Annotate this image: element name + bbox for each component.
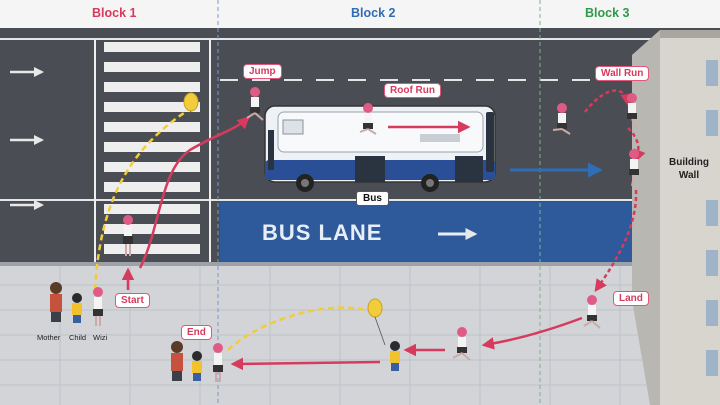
bus-label: Bus: [356, 191, 389, 206]
step-jump-label: Jump: [243, 64, 282, 79]
child-with-balloon: [390, 341, 400, 371]
character-label-child: Child: [69, 333, 87, 342]
parkour-path: [121, 89, 646, 371]
curb: [0, 262, 720, 266]
building-label-line-1: Building: [669, 157, 709, 168]
balloon-trajectories: [93, 111, 373, 351]
crosswalk: [104, 42, 200, 254]
step-start-label: Start: [115, 293, 150, 308]
step-end-label: End: [181, 325, 212, 340]
character-label-mother: Mother: [37, 333, 61, 342]
step-wall-run-label: Wall Run: [595, 66, 650, 81]
block-2-label: Block 2: [351, 6, 396, 20]
building: [632, 30, 720, 405]
block-1-label: Block 1: [92, 6, 137, 20]
step-roof-run-label: Roof Run: [384, 83, 441, 98]
runner-figures: [123, 87, 639, 361]
step-land-label: Land: [613, 291, 649, 306]
bus-lane: [220, 202, 640, 262]
road-arrows: [10, 67, 44, 210]
family-group-start: [50, 282, 103, 326]
block-3-label: Block 3: [585, 6, 630, 20]
family-group-end: [171, 341, 223, 382]
bus: [264, 105, 496, 192]
balloon-icon: [183, 92, 199, 123]
building-label-line-2: Wall: [678, 170, 700, 181]
character-label-wizi: Wizi: [93, 333, 108, 342]
header-band: [0, 0, 720, 28]
building-label: Building Wall: [664, 156, 714, 182]
bus-lane-text: BUS LANE: [262, 220, 383, 245]
road-edge-line: [0, 38, 720, 40]
balloon-icon-2: [367, 298, 386, 346]
